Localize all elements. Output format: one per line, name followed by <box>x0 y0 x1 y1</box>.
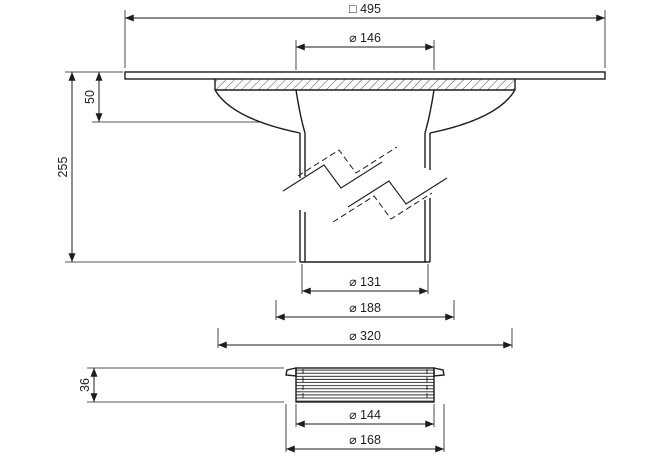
top-flange-plate <box>124 71 606 80</box>
dim-label-overall-width: □ 495 <box>349 2 381 16</box>
dim-ring-outer-diameter: ⌀ 168 <box>285 404 445 453</box>
dim-label-ring-outer-diameter: ⌀ 168 <box>349 433 381 447</box>
dim-label-pipe-outer-diameter: ⌀ 188 <box>349 301 381 315</box>
ring-lip-left <box>285 367 297 377</box>
dim-body-diameter: ⌀ 320 <box>217 328 513 349</box>
outlet-pipe <box>299 133 431 263</box>
dim-pipe-outer-diameter: ⌀ 188 <box>275 300 455 321</box>
funnel-inner-left <box>295 89 306 134</box>
funnel-outer-left <box>214 89 301 134</box>
drain-body <box>124 71 606 263</box>
dim-overall-width: □ 495 <box>124 2 606 68</box>
dim-ring-height: 36 <box>78 367 284 403</box>
funnel-walls <box>214 89 516 134</box>
dim-label-ring-inner-diameter: ⌀ 144 <box>349 408 381 422</box>
funnel-inner-right <box>424 89 435 134</box>
clamping-ring <box>285 367 445 403</box>
ring-threads <box>296 368 434 402</box>
ring-body <box>295 367 435 403</box>
dim-overall-height: 255 <box>56 71 296 263</box>
dim-label-inlet-diameter: ⌀ 146 <box>349 31 381 45</box>
collar-hatched-section <box>214 79 516 91</box>
dim-label-body-diameter: ⌀ 320 <box>349 329 381 343</box>
funnel-outer-right <box>429 89 516 134</box>
pipe-break-symbol <box>282 146 448 223</box>
dim-label-ring-height: 36 <box>78 378 92 392</box>
dim-label-overall-height: 255 <box>56 157 70 178</box>
dim-label-flange-height: 50 <box>83 90 97 104</box>
dim-inlet-diameter: ⌀ 146 <box>295 31 435 70</box>
dim-flange-height: 50 <box>83 72 262 123</box>
ring-lip-right <box>433 367 445 377</box>
dim-label-pipe-inner-diameter: ⌀ 131 <box>349 275 381 289</box>
dim-pipe-inner-diameter: ⌀ 131 <box>301 264 429 295</box>
dim-ring-inner-diameter: ⌀ 144 <box>295 404 435 428</box>
